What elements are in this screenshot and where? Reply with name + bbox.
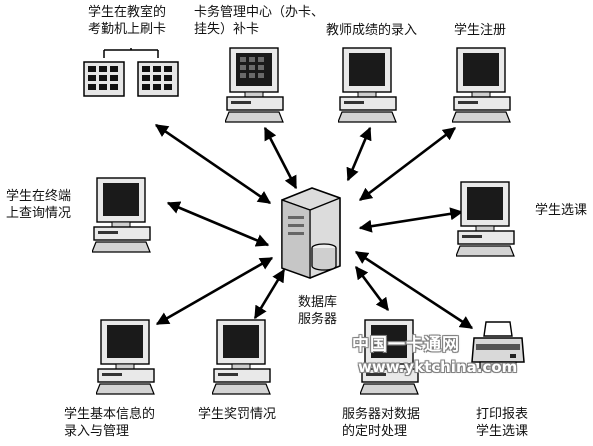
label-rewards: 学生奖罚情况 <box>198 407 277 422</box>
label-course-select: 学生选课 <box>535 203 588 218</box>
computer-course-select-icon <box>456 181 515 257</box>
label-scheduled-line1: 服务器对数据 <box>342 407 421 422</box>
label-terminal-query: 学生在终端 上查询情况 <box>6 188 71 222</box>
arrow-terminal-query <box>166 201 270 247</box>
watermark-title: 中国一卡通网 <box>352 335 460 355</box>
label-terminal-query-line1: 学生在终端 <box>6 189 72 204</box>
arrow-rewards <box>253 268 286 320</box>
label-attendance: 学生在教室的 考勤机上刷卡 <box>88 4 166 38</box>
label-database-server-line1: 数据库 <box>298 295 338 310</box>
label-registration: 学生注册 <box>454 23 507 38</box>
label-attendance-line1: 学生在教室的 <box>88 5 167 20</box>
arrow-registration <box>358 126 457 202</box>
arrow-course-select <box>358 207 464 233</box>
watermark-url: www.yktchina.com <box>358 358 518 376</box>
computer-scheduled-icon <box>360 319 419 395</box>
label-basic-info-line2: 录入与管理 <box>64 424 130 439</box>
computer-terminal-query-icon <box>92 177 151 253</box>
label-print-line2: 学生选课 <box>476 424 529 439</box>
label-scheduled: 服务器对数据 的定时处理 <box>342 406 420 440</box>
label-scheduled-line2: 的定时处理 <box>342 424 408 439</box>
label-grade-entry: 教师成绩的录入 <box>326 23 418 38</box>
printer-icon <box>471 321 525 371</box>
computer-rewards-icon <box>212 319 271 395</box>
arrow-card-center <box>263 126 298 190</box>
arrow-basic-info <box>155 256 274 326</box>
database-server-icon <box>281 187 341 279</box>
label-basic-info: 学生基本信息的 录入与管理 <box>64 406 155 440</box>
label-basic-info-line1: 学生基本信息的 <box>64 407 156 422</box>
arrow-attendance <box>154 123 272 205</box>
label-database-server-line2: 服务器 <box>298 312 338 327</box>
computer-card-center-icon <box>225 47 284 123</box>
arrow-print <box>354 250 474 330</box>
label-print: 打印报表 学生选课 <box>476 406 528 440</box>
label-terminal-query-line2: 上查询情况 <box>6 206 72 221</box>
attendance-machine-icon <box>83 48 179 97</box>
label-card-center: 卡务管理中心（办卡、 挂失）补卡 <box>194 4 324 38</box>
label-card-center-line2: 挂失）补卡 <box>194 22 260 37</box>
label-print-line1: 打印报表 <box>476 407 529 422</box>
arrow-grade-entry <box>346 126 372 182</box>
computer-grade-entry-icon <box>338 47 397 123</box>
label-attendance-line2: 考勤机上刷卡 <box>88 22 167 37</box>
label-database-server: 数据库 服务器 <box>298 294 337 328</box>
computer-basic-info-icon <box>96 319 155 395</box>
computer-registration-icon <box>452 47 511 123</box>
label-card-center-line1: 卡务管理中心（办卡、 <box>194 5 325 20</box>
arrow-scheduled <box>354 265 390 312</box>
